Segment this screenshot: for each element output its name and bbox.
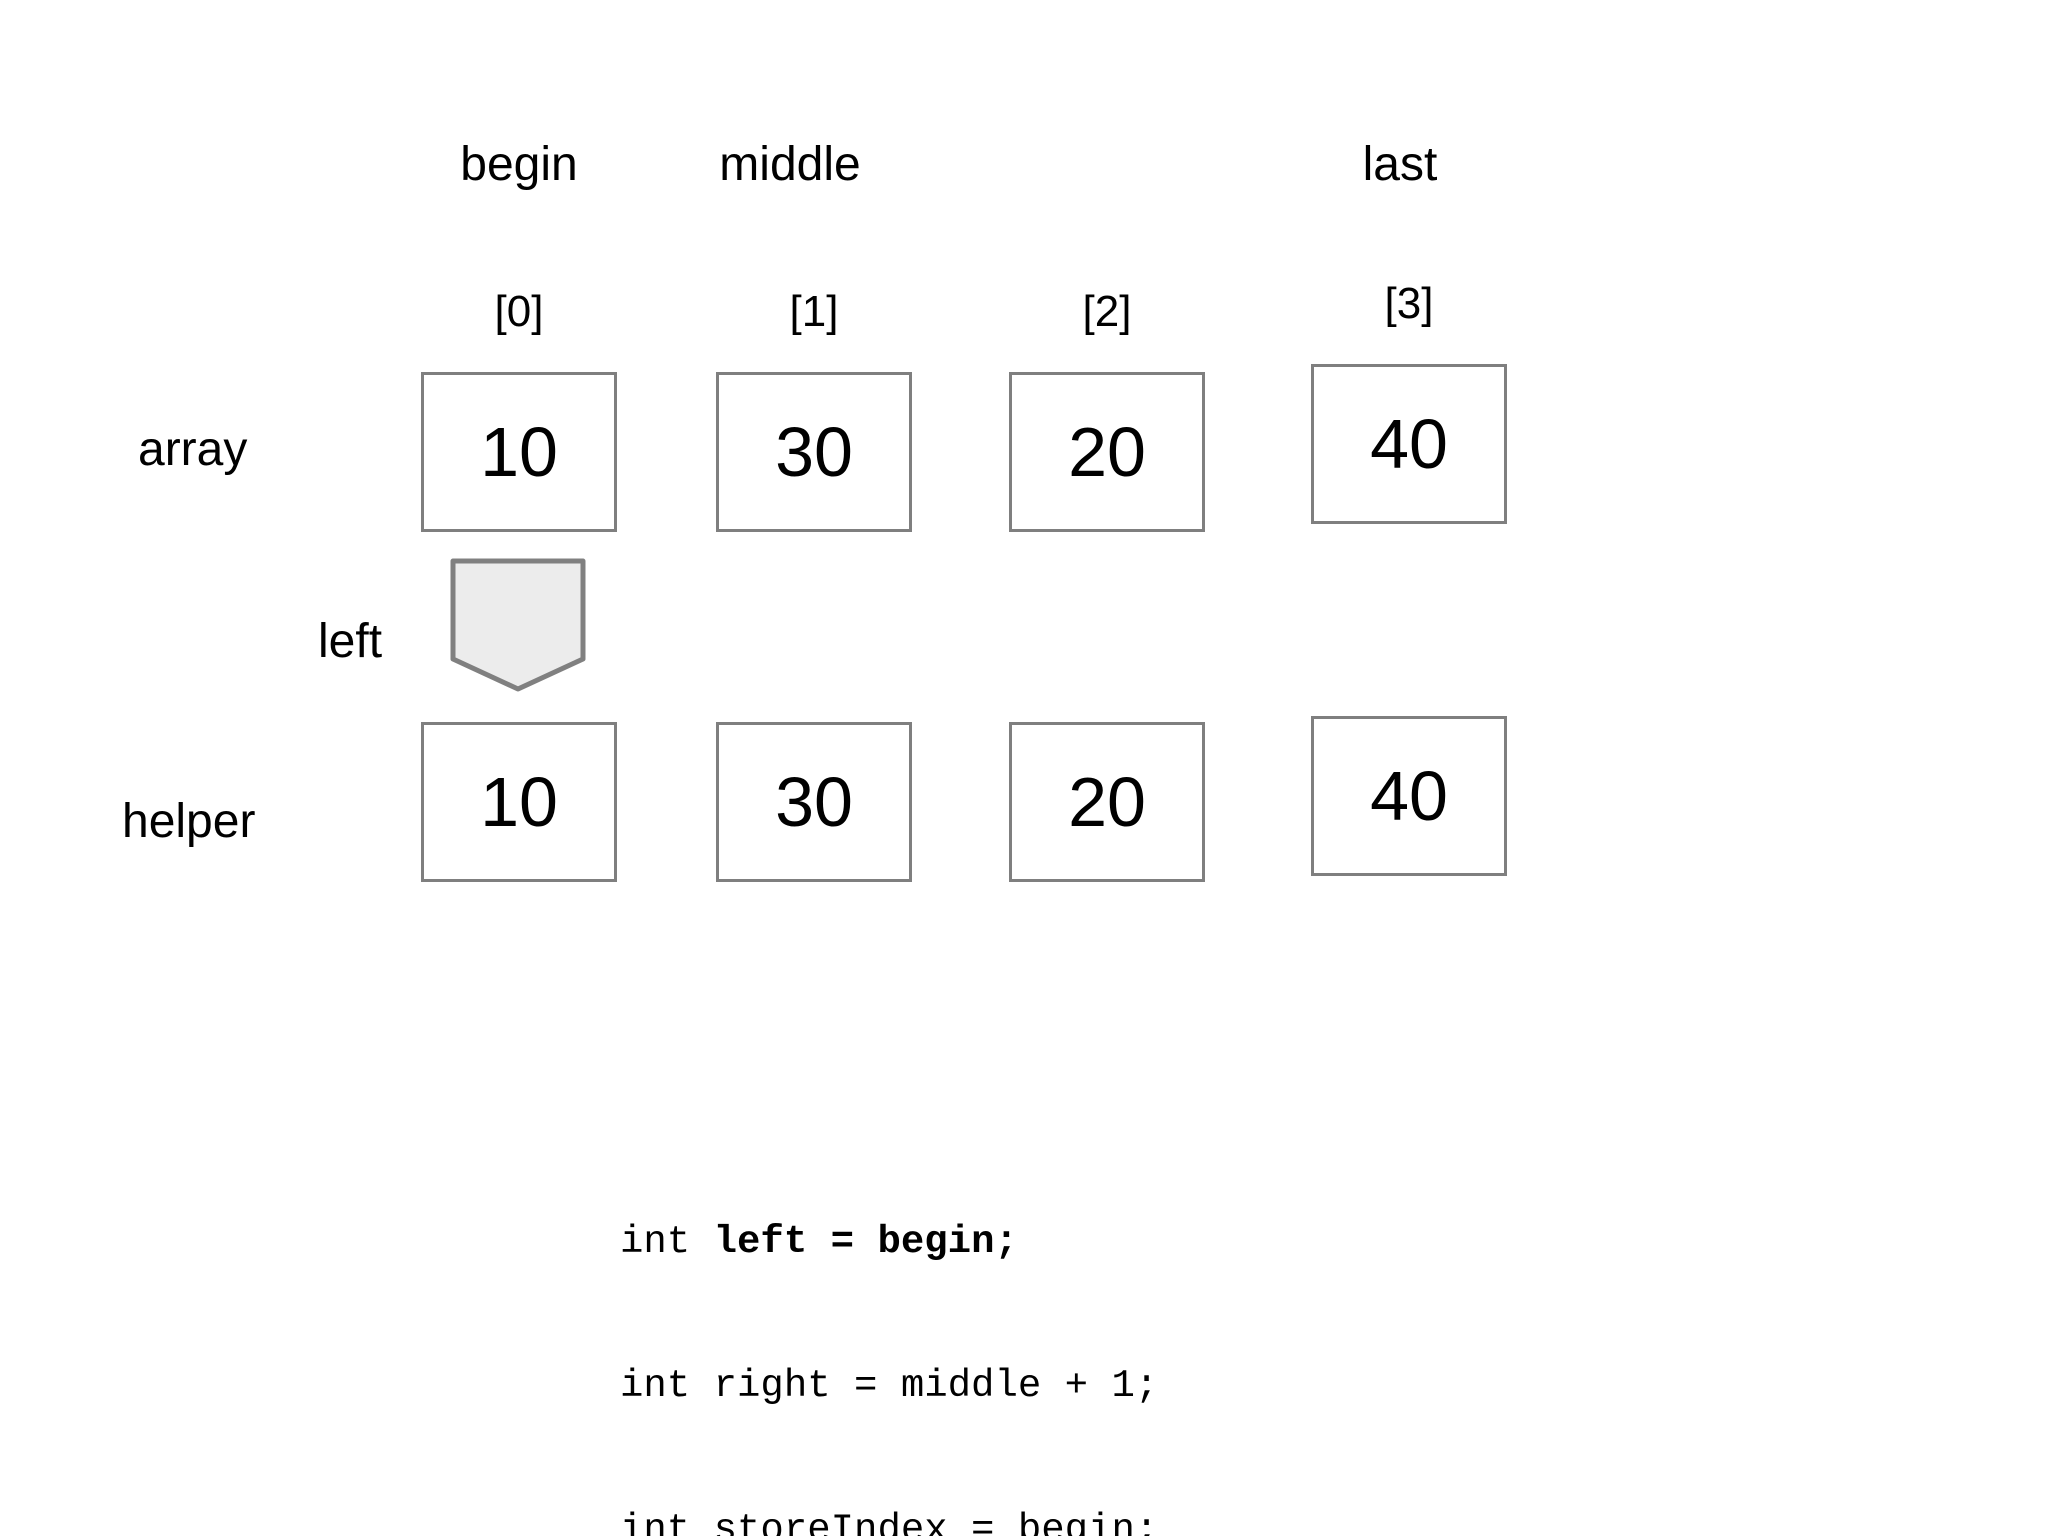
code-line-1: int left = begin;: [620, 1218, 1158, 1266]
array-row-label: array: [138, 423, 248, 476]
helper-cell-2: 20: [1009, 722, 1205, 882]
code-segment: int: [620, 1220, 714, 1264]
index-label-2: [2]: [1082, 287, 1132, 336]
left-pointer-icon: [450, 558, 586, 692]
helper-cell-1: 30: [716, 722, 912, 882]
code-block: int left = begin; int right = middle + 1…: [620, 1122, 1158, 1536]
code-segment: int right = middle + 1;: [620, 1364, 1159, 1408]
code-segment-bold: left = begin;: [713, 1220, 1018, 1264]
helper-row-label: helper: [122, 795, 256, 848]
code-segment: int storeIndex = begin;: [620, 1508, 1159, 1536]
index-label-3: [3]: [1384, 279, 1434, 328]
pointer-label-middle: middle: [719, 138, 861, 191]
pointer-label-begin: begin: [460, 138, 578, 191]
helper-cell-0: 10: [421, 722, 617, 882]
pointer-label-last: last: [1362, 138, 1438, 191]
helper-cell-3: 40: [1311, 716, 1507, 876]
code-line-2: int right = middle + 1;: [620, 1362, 1158, 1410]
array-cell-1: 30: [716, 372, 912, 532]
code-line-3: int storeIndex = begin;: [620, 1506, 1158, 1536]
index-label-1: [1]: [789, 287, 839, 336]
array-cell-3: 40: [1311, 364, 1507, 524]
left-pointer-label: left: [318, 615, 383, 668]
array-cell-0: 10: [421, 372, 617, 532]
array-cell-2: 20: [1009, 372, 1205, 532]
index-label-0: [0]: [494, 287, 544, 336]
